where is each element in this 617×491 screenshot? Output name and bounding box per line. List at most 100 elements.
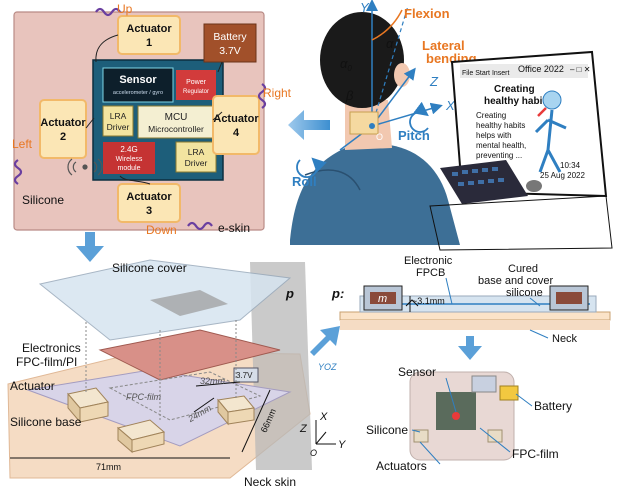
device-photo: Sensor Battery Silicone FPC-film Actuato… [366, 365, 572, 473]
roll-rotation-icon [296, 157, 327, 179]
actuator-1: Actuator 1 [117, 15, 181, 55]
monitor-body-4: mental health, [476, 141, 526, 150]
axis-z-small: Z [299, 423, 308, 435]
cross-cured-2: base and cover [478, 275, 554, 287]
dir-left-label: Left [12, 137, 33, 151]
electronics-layer [98, 329, 281, 381]
dir-up-label: Up [117, 2, 133, 16]
monitor: File Start Insert Office 2022 – □ ✕ Crea… [429, 50, 613, 251]
cross-neck-label: Neck [552, 333, 578, 345]
flexion-label: Flexion [404, 6, 450, 21]
axis-x-label: X [445, 98, 456, 113]
svg-text:2: 2 [60, 131, 66, 143]
alpha-label: α [386, 36, 394, 51]
vibration-right-icon [257, 83, 267, 109]
actuator-2: Actuator 2 [39, 99, 87, 159]
photo-fpc-label: FPC-film [512, 447, 559, 461]
monitor-heading-1: Creating [494, 84, 535, 95]
sensor-label: Sensor [119, 74, 157, 86]
plane-p-label: p [285, 286, 294, 301]
svg-text:3.7V: 3.7V [219, 45, 241, 57]
wireless-label-1: 2.4G [120, 145, 137, 154]
lateral-label-1: Lateral [422, 38, 465, 53]
actuator-4: Actuator 4 [212, 95, 260, 155]
monitor-window-controls: – □ ✕ [570, 65, 590, 74]
arrow-left-icon [288, 110, 330, 140]
monitor-menubar: File Start Insert [462, 70, 510, 77]
vibration-down-icon [187, 221, 213, 231]
photo-silicone-label: Silicone [366, 423, 408, 437]
origin-label: O [376, 132, 383, 142]
dir-down-label: Down [146, 223, 177, 237]
silicone-cover-label: Silicone cover [112, 261, 187, 275]
vibration-up-icon [95, 7, 121, 17]
monitor-body-1: Creating [476, 111, 506, 120]
arrow-down-small-icon [458, 336, 482, 360]
cross-cured-1: Cured [508, 263, 538, 275]
mcu-label-1: MCU [165, 112, 188, 123]
pitch-rotation-icon [409, 101, 429, 133]
layer-stack: 3.7V Silicone cover Electronics FPC-film… [7, 259, 346, 489]
power-label-2: Regulator [183, 89, 209, 95]
svg-text:4: 4 [233, 127, 240, 139]
dim-71-label: 71mm [96, 462, 121, 472]
xyz-axes-icon [315, 420, 336, 445]
person-illustration: Y Z X Flexion Lateral bending α α0 β Pit… [290, 0, 477, 245]
axis-y-small: Y [338, 439, 346, 451]
neck-patch [349, 111, 379, 135]
arrow-down-icon [76, 232, 104, 262]
svg-text:3: 3 [146, 205, 152, 217]
electronics-label-1: Electronics [22, 341, 81, 355]
actuator-label: Actuator [10, 379, 55, 393]
cross-p-label: p: [331, 286, 344, 301]
yoz-label: YOZ [318, 362, 337, 372]
eskin-label: e-skin [218, 221, 250, 235]
silicone-label: Silicone [22, 193, 64, 207]
roll-label: Roll [292, 174, 317, 189]
svg-text:Actuator: Actuator [40, 117, 86, 129]
cross-electronic-1: Electronic [404, 255, 453, 267]
arrow-diagonal-icon [310, 326, 340, 356]
actuator-block-right [217, 395, 255, 426]
layer-battery-label: 3.7V [236, 371, 253, 380]
photo-actuators-label: Actuators [376, 459, 427, 473]
power-label-1: Power [186, 79, 207, 86]
pitch-label: Pitch [398, 128, 430, 143]
fpc-film-label: FPC-film [126, 392, 161, 402]
lra-left-label-2: Driver [107, 122, 130, 132]
mcu-label-2: Microcontroller [148, 124, 204, 134]
cross-dim-label: ~3.1mm [412, 296, 445, 306]
monitor-date: 25 Aug 2022 [540, 171, 585, 180]
svg-text:Actuator: Actuator [126, 191, 172, 203]
eskin-panel: Sensor accelerometer / gyro Power Regula… [12, 2, 292, 237]
axis-z-label: Z [429, 74, 439, 89]
axis-y-label: Y [360, 0, 370, 15]
cross-section: p: Electronic FPCB Cured base and cover … [331, 255, 611, 345]
photo-battery-label: Battery [534, 399, 572, 413]
dim-32-label: 32mm [200, 376, 226, 386]
lra-left-label-1: LRA [110, 111, 127, 121]
neck-skin-label: Neck skin [244, 475, 296, 489]
wireless-label-3: module [118, 165, 141, 172]
axis-x-small: X [319, 411, 328, 423]
svg-text:1: 1 [146, 37, 152, 49]
actuator-block-left [67, 387, 109, 424]
svg-text:Actuator: Actuator [213, 113, 259, 125]
alpha0-label: α0 [340, 56, 352, 73]
cross-electronic-2: FPCB [416, 267, 445, 279]
svg-text:Actuator: Actuator [126, 23, 172, 35]
mouse-icon [526, 180, 542, 192]
axis-o-small: O [310, 448, 317, 458]
wireless-signal-icon [67, 158, 103, 176]
monitor-body-3: helps with [476, 131, 512, 140]
beta-label: β [345, 88, 354, 103]
lra-right-label-2: Driver [185, 158, 208, 168]
svg-text:Battery: Battery [213, 31, 247, 43]
monitor-time: 10:34 [560, 161, 581, 170]
vibration-left-icon [13, 159, 23, 185]
wireless-label-2: Wireless [116, 156, 143, 163]
monitor-body-2: healthy habits [476, 121, 525, 130]
cross-m-label: m [378, 293, 387, 305]
electronics-label-2: FPC-film/PI [16, 355, 77, 369]
